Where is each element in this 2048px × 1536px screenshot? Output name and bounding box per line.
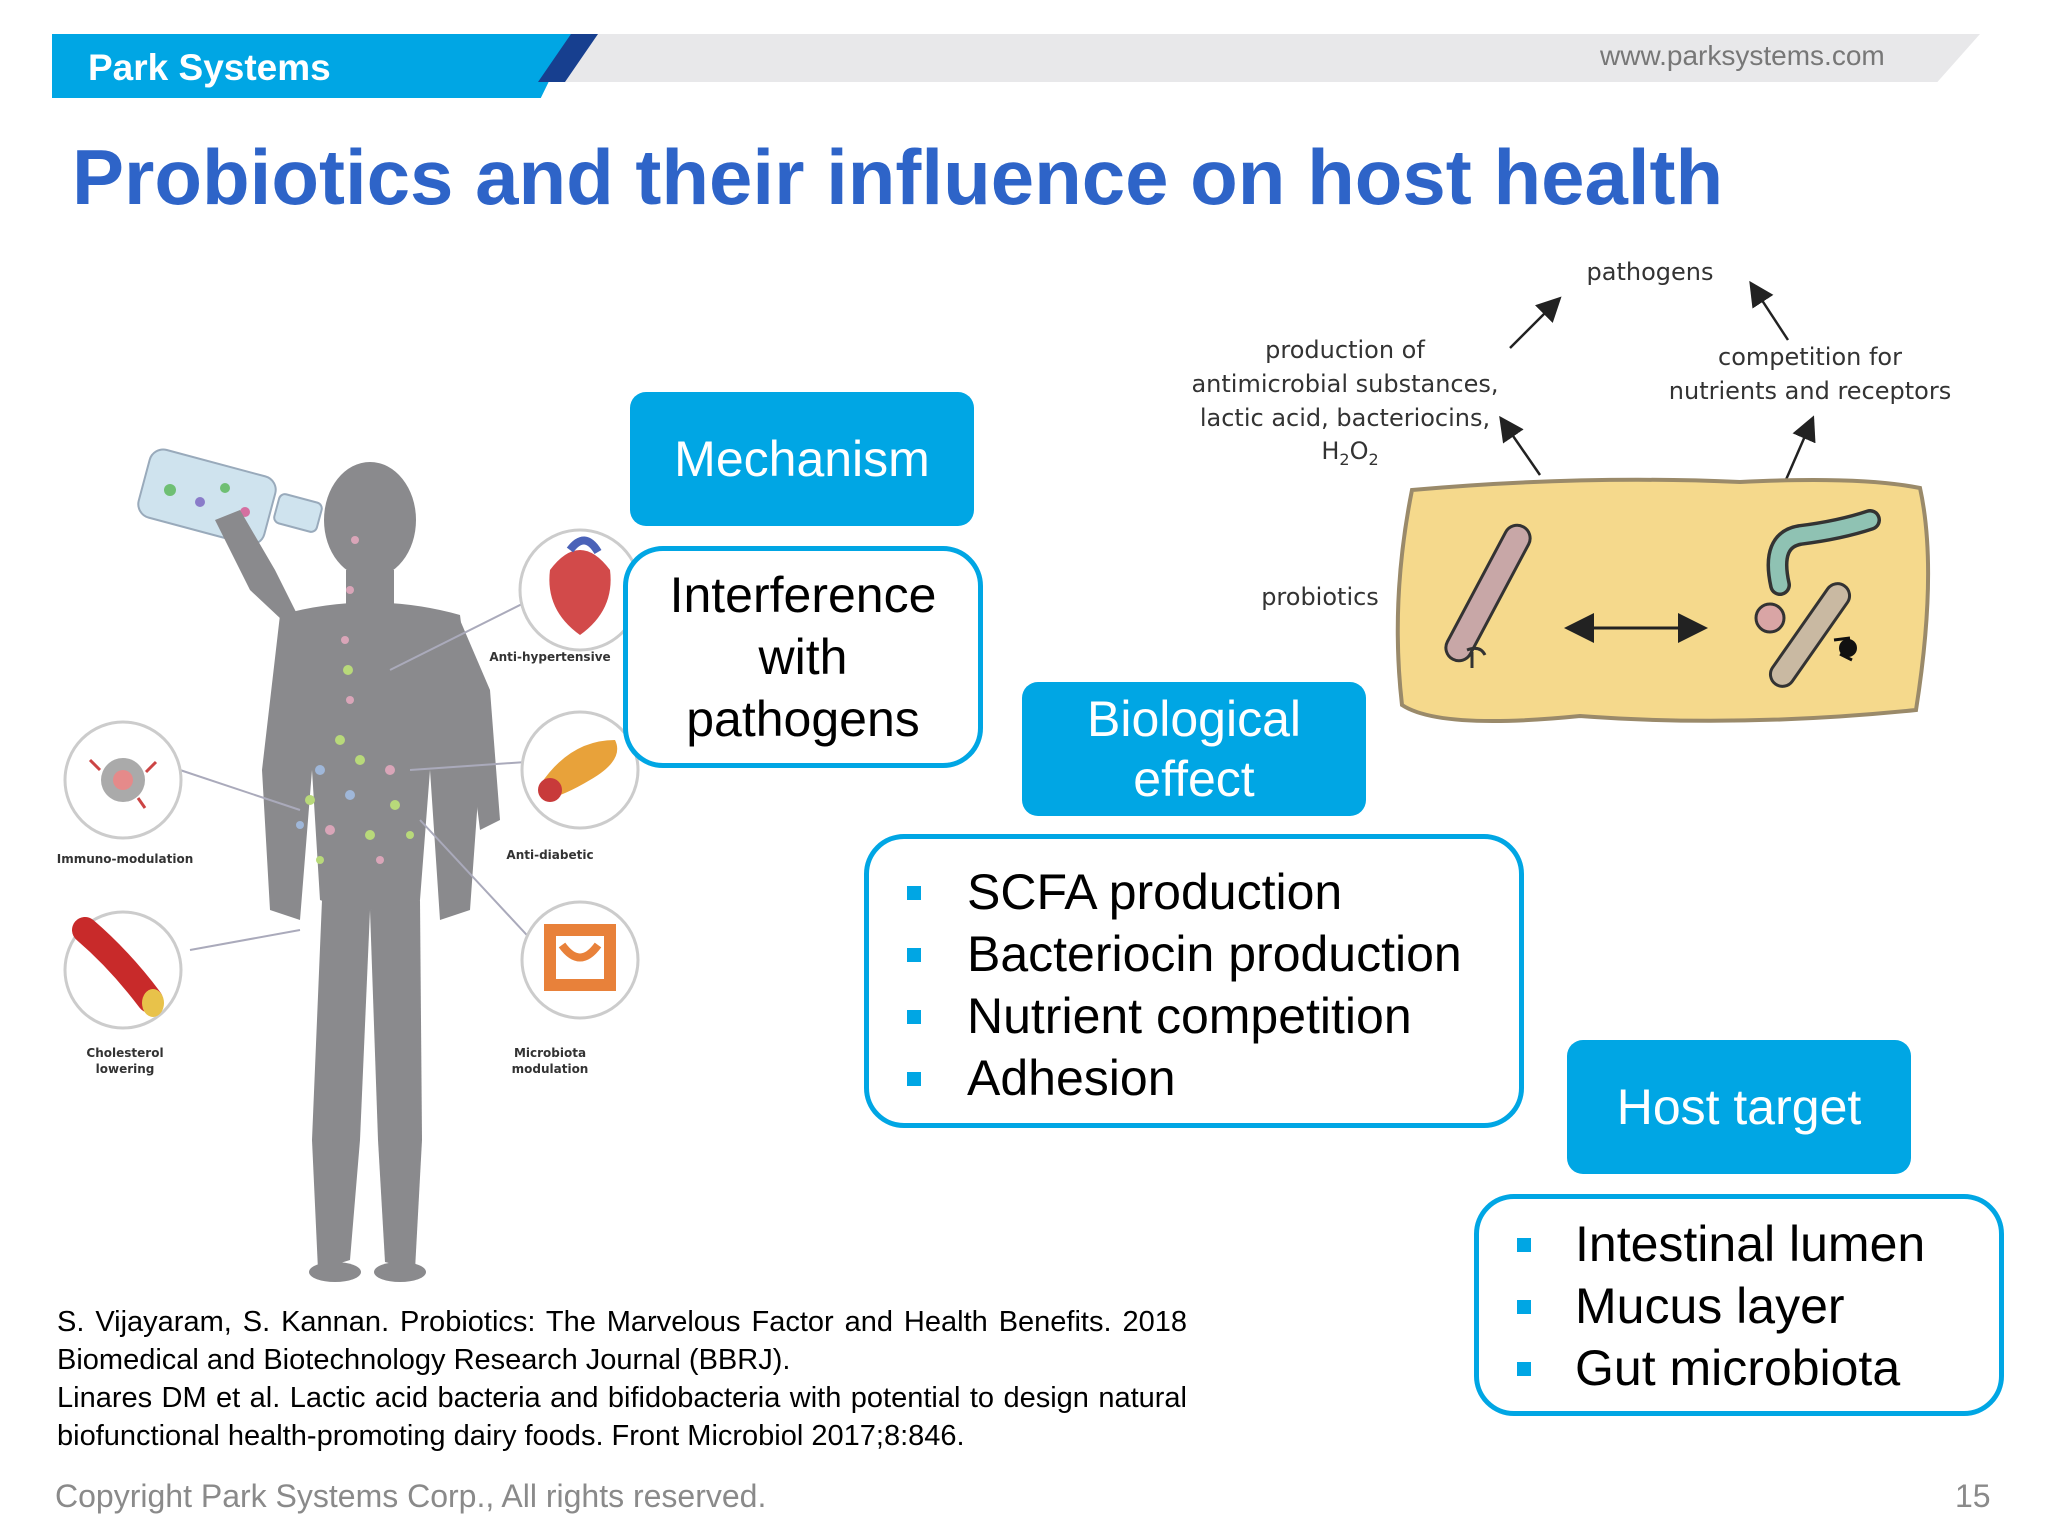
biological-effect-line-1: Biological (1086, 691, 1301, 747)
pancreas-icon (520, 710, 640, 830)
list-item: SCFA production (869, 861, 1519, 923)
reference-1: S. Vijayaram, S. Kannan. Probiotics: The… (57, 1306, 1187, 1376)
label-modulation: modulation (511, 1062, 589, 1076)
page-number: 15 (1955, 1478, 1991, 1514)
label-production-2: antimicrobial substances, (1191, 370, 1499, 398)
reference-2: Linares DM et al. Lactic acid bacteria a… (57, 1382, 1187, 1452)
biological-effect-label: Biological effect (1022, 682, 1366, 816)
effect-item-bacteriocin: Bacteriocin production (967, 926, 1462, 982)
list-item: Gut microbiota (1479, 1337, 1999, 1399)
label-microbiota: Microbiota (513, 1046, 587, 1060)
biological-effect-line-2: effect (1133, 751, 1255, 807)
mechanism-box: Interference with pathogens (623, 546, 983, 768)
brand-name: Park Systems (88, 47, 331, 88)
arrow-competition (1783, 415, 1816, 483)
label-pathogens: pathogens (1586, 258, 1714, 286)
label-anti-diabetic: Anti-diabetic (506, 848, 594, 862)
bullet-square-icon (1517, 1362, 1531, 1376)
mechanism-line-1: Interference (669, 567, 937, 623)
label-h2o2: H2O2 (1300, 434, 1400, 477)
bullet-square-icon (1517, 1300, 1531, 1314)
host-target-label-text: Host target (1616, 1079, 1862, 1135)
intestine-icon (520, 900, 640, 1020)
mechanism-line-3: pathogens (686, 691, 920, 747)
arrow-to-pathogens-left (1509, 296, 1562, 349)
target-item-lumen: Intestinal lumen (1575, 1216, 1926, 1272)
probiotics-body-illustration (63, 448, 642, 1282)
host-target-box: Intestinal lumen Mucus layer Gut microbi… (1474, 1194, 2004, 1416)
header-brand-band (52, 34, 572, 98)
pathogen-icon (1754, 509, 1881, 688)
h2o2-o: O (1349, 437, 1369, 465)
list-item: Nutrient competition (869, 985, 1519, 1047)
immune-cell-icon (63, 720, 183, 840)
copyright-footer: Copyright Park Systems Corp., All rights… (55, 1478, 767, 1514)
bullet-square-icon (907, 1010, 921, 1024)
website-url: www.parksystems.com (1600, 40, 1885, 71)
list-item: Mucus layer (1479, 1275, 1999, 1337)
list-item: Intestinal lumen (1479, 1213, 1999, 1275)
host-target-label: Host target (1567, 1040, 1911, 1174)
pathogen-interference-diagram (1395, 280, 1931, 724)
label-competition-1: competition for (1718, 343, 1902, 371)
arrow-production (1499, 415, 1542, 476)
label-lowering: lowering (95, 1062, 155, 1076)
label-production-3: lactic acid, bacteriocins, (1199, 404, 1491, 432)
references: S. Vijayaram, S. Kannan. Probiotics: The… (57, 1303, 1187, 1455)
biological-effect-box: SCFA production Bacteriocin production N… (864, 834, 1524, 1128)
label-immuno-modulation: Immuno-modulation (56, 852, 194, 866)
bullet-square-icon (1517, 1238, 1531, 1252)
label-cholesterol: Cholesterol (86, 1046, 164, 1060)
h2o2-sub-1: 2 (1339, 449, 1350, 469)
label-anti-hypertensive: Anti-hypertensive (489, 650, 611, 664)
list-item: Adhesion (869, 1047, 1519, 1109)
effect-item-adhesion: Adhesion (967, 1050, 1176, 1106)
mechanism-label: Mechanism (630, 392, 974, 526)
header-grey-band (560, 34, 1980, 82)
artery-icon (63, 910, 183, 1030)
bullet-square-icon (907, 1072, 921, 1086)
human-silhouette (215, 462, 500, 1282)
label-probiotics: probiotics (1261, 583, 1379, 611)
slide-title: Probiotics and their influence on host h… (72, 133, 1724, 221)
probiotic-rod-icon (1444, 523, 1532, 668)
effect-item-nutrient: Nutrient competition (967, 988, 1412, 1044)
list-item: Bacteriocin production (869, 923, 1519, 985)
mechanism-line-2: with (758, 629, 848, 685)
effect-item-scfa: SCFA production (967, 864, 1343, 920)
label-production-1: production of (1265, 336, 1425, 364)
bullet-square-icon (907, 886, 921, 900)
label-competition-2: nutrients and receptors (1668, 377, 1952, 405)
target-item-microbiota: Gut microbiota (1575, 1340, 1901, 1396)
mechanism-label-text: Mechanism (674, 431, 930, 487)
heart-icon (518, 528, 642, 652)
target-item-mucus: Mucus layer (1575, 1278, 1845, 1334)
arrow-to-pathogens-right (1749, 280, 1790, 341)
h2o2-sub-2: 2 (1368, 449, 1379, 469)
bullet-square-icon (907, 948, 921, 962)
gut-bacteria (296, 536, 414, 864)
h2o2-h: H (1321, 437, 1340, 465)
